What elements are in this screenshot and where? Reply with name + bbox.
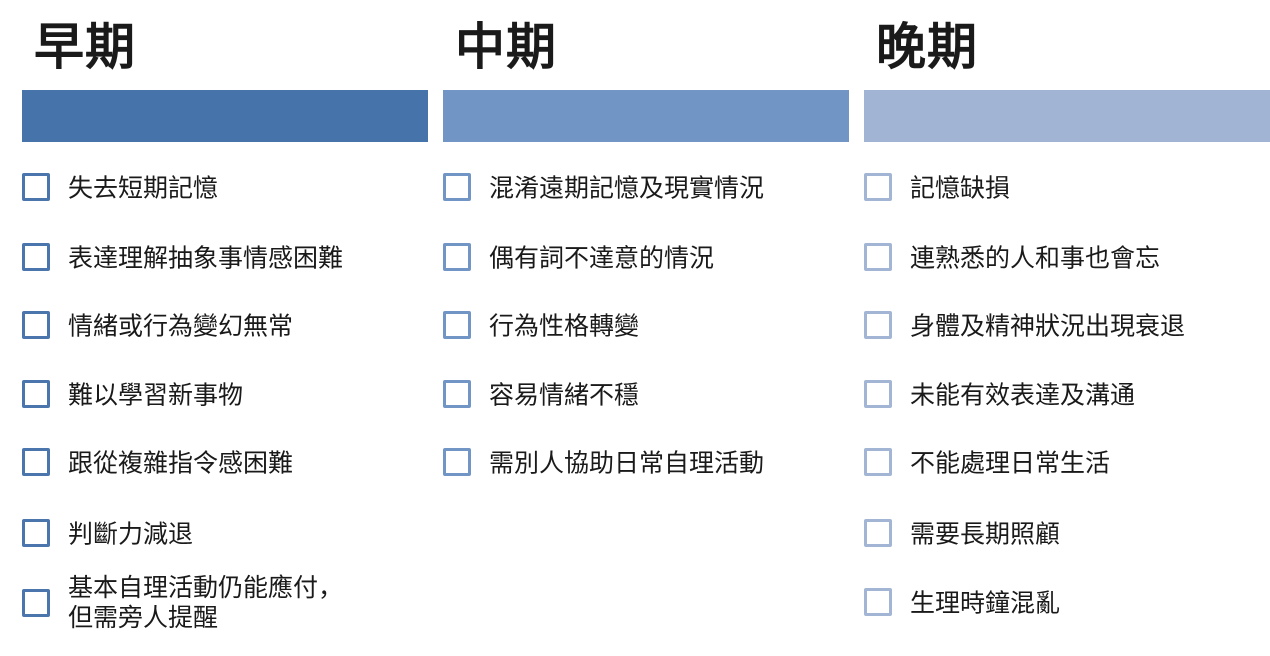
checklist-item[interactable]: 需別人協助日常自理活動 <box>443 440 849 490</box>
checklist-item[interactable]: 連熟悉的人和事也會忘 <box>864 235 1270 285</box>
checklist-item-label: 失去短期記憶 <box>68 173 219 203</box>
stage-title-early: 早期 <box>34 18 136 76</box>
checkbox[interactable] <box>22 589 50 617</box>
checklist-item[interactable]: 基本自理活動仍能應付， 但需旁人提醒 <box>22 573 428 636</box>
checklist-item[interactable]: 難以學習新事物 <box>22 372 428 422</box>
checklist-item-label: 容易情緒不穩 <box>489 380 640 410</box>
checklist-item-label: 身體及精神狀況出現衰退 <box>910 311 1186 341</box>
stage-column-late: 晚期 記憶缺損 連熟悉的人和事也會忘 身體及精神狀況出現衰退 未能有效表達及溝通… <box>864 0 1270 656</box>
checklist-item[interactable]: 不能處理日常生活 <box>864 440 1270 490</box>
checkbox[interactable] <box>864 311 892 339</box>
checklist-item[interactable]: 偶有詞不達意的情況 <box>443 235 849 285</box>
checkbox[interactable] <box>443 243 471 271</box>
checklist-item-label: 需別人協助日常自理活動 <box>489 448 765 478</box>
checklist-item-label: 未能有效表達及溝通 <box>910 380 1136 410</box>
checkbox[interactable] <box>22 519 50 547</box>
checklist-item-label: 表達理解抽象事情感困難 <box>68 243 344 273</box>
checklist-item-label: 難以學習新事物 <box>68 380 244 410</box>
checklist-item-label: 需要長期照顧 <box>910 519 1061 549</box>
checklist-item[interactable]: 需要長期照顧 <box>864 511 1270 561</box>
checkbox[interactable] <box>22 448 50 476</box>
stage-bar-early <box>22 90 428 142</box>
stage-title-late: 晚期 <box>876 18 978 76</box>
checkbox[interactable] <box>443 311 471 339</box>
checklist-item[interactable]: 混淆遠期記憶及現實情況 <box>443 165 849 215</box>
checklist-item-label: 連熟悉的人和事也會忘 <box>910 243 1161 273</box>
checkbox[interactable] <box>22 380 50 408</box>
checklist-item-label: 記憶缺損 <box>910 173 1011 203</box>
checklist-item[interactable]: 失去短期記憶 <box>22 165 428 215</box>
checkbox[interactable] <box>864 380 892 408</box>
checkbox[interactable] <box>22 243 50 271</box>
checklist-item[interactable]: 記憶缺損 <box>864 165 1270 215</box>
stage-bar-late <box>864 90 1270 142</box>
checklist-item-label: 不能處理日常生活 <box>910 448 1111 478</box>
checkbox[interactable] <box>22 311 50 339</box>
stage-column-middle: 中期 混淆遠期記憶及現實情況 偶有詞不達意的情況 行為性格轉變 容易情緒不穩 需… <box>443 0 849 656</box>
stage-title-middle: 中期 <box>455 18 557 76</box>
stage-column-early: 早期 失去短期記憶 表達理解抽象事情感困難 情緒或行為變幻無常 難以學習新事物 … <box>22 0 428 656</box>
stage-bar-middle <box>443 90 849 142</box>
checkbox[interactable] <box>864 588 892 616</box>
checklist-item-label: 生理時鐘混亂 <box>910 588 1061 618</box>
checkbox[interactable] <box>864 173 892 201</box>
checklist-item[interactable]: 生理時鐘混亂 <box>864 580 1270 630</box>
checkbox[interactable] <box>864 519 892 547</box>
checklist-item[interactable]: 身體及精神狀況出現衰退 <box>864 303 1270 353</box>
checklist-item-label: 行為性格轉變 <box>489 311 640 341</box>
checklist-item[interactable]: 未能有效表達及溝通 <box>864 372 1270 422</box>
checklist-item[interactable]: 跟從複雜指令感困難 <box>22 440 428 490</box>
checkbox[interactable] <box>443 173 471 201</box>
checkbox[interactable] <box>443 380 471 408</box>
checklist-item[interactable]: 判斷力減退 <box>22 511 428 561</box>
checkbox[interactable] <box>443 448 471 476</box>
checklist-item[interactable]: 行為性格轉變 <box>443 303 849 353</box>
checklist-item[interactable]: 容易情緒不穩 <box>443 372 849 422</box>
checklist-item-label: 基本自理活動仍能應付， 但需旁人提醒 <box>68 573 344 632</box>
checkbox[interactable] <box>864 448 892 476</box>
checklist-item-label: 判斷力減退 <box>68 519 194 549</box>
checkbox[interactable] <box>864 243 892 271</box>
checklist-item-label: 情緒或行為變幻無常 <box>68 311 294 341</box>
checklist-item-label: 跟從複雜指令感困難 <box>68 448 294 478</box>
checkbox[interactable] <box>22 173 50 201</box>
checklist-item-label: 混淆遠期記憶及現實情況 <box>489 173 765 203</box>
checklist-item[interactable]: 表達理解抽象事情感困難 <box>22 235 428 285</box>
checklist-item[interactable]: 情緒或行為變幻無常 <box>22 303 428 353</box>
checklist-item-label: 偶有詞不達意的情況 <box>489 243 715 273</box>
